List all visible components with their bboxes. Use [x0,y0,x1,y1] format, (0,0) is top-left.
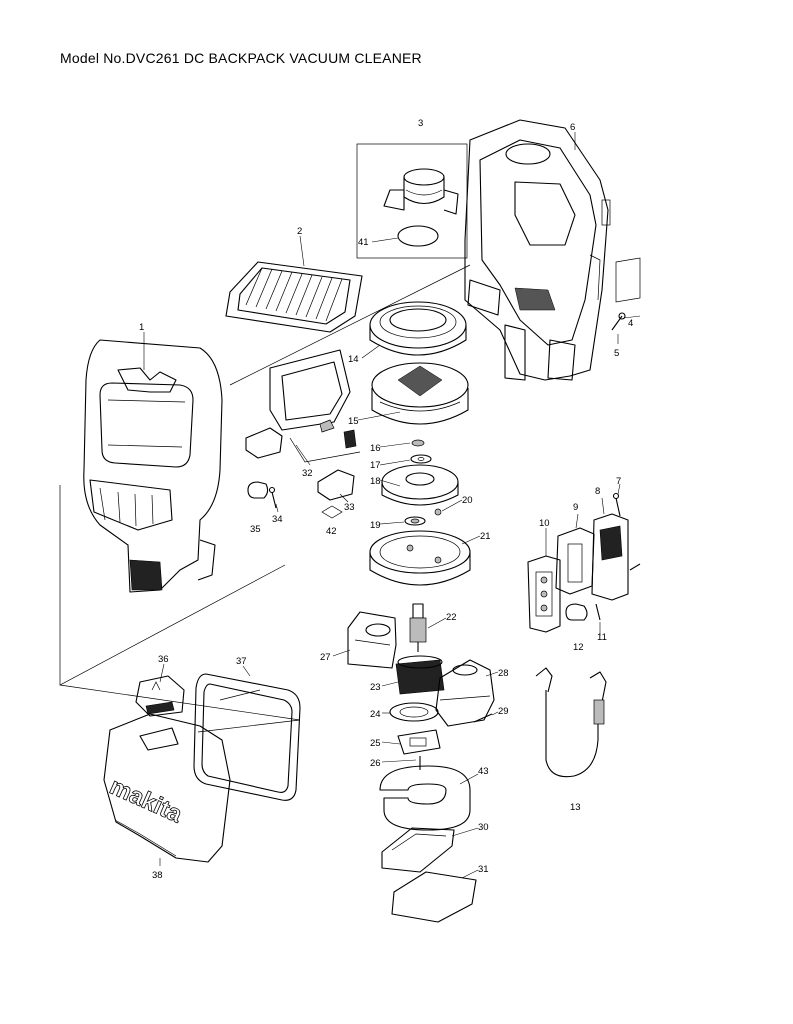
callout-16: 16 [370,443,381,454]
part-12-screw [629,563,641,571]
page-title: Model No.DVC261 DC BACKPACK VACUUM CLEAN… [60,50,422,66]
callout-17: 17 [370,460,381,471]
callout-4: 4 [628,318,633,329]
part-5-screw [611,312,626,331]
callout-36: 36 [158,654,169,665]
part-35-button [247,481,269,499]
callout-12: 12 [573,642,584,653]
part-1-front-frame [83,339,223,593]
callout-41: 41 [358,237,369,248]
part-42-label [321,505,343,519]
callout-34: 34 [272,514,283,525]
part-11-button [565,603,601,621]
callout-22: 22 [446,612,457,623]
part-29-screw [473,713,493,723]
callout-2: 2 [297,226,302,237]
callout-42: 42 [326,526,337,537]
part-43-foam [379,765,471,831]
callout-7: 7 [616,476,621,487]
part-20-screw [434,508,442,516]
part-6-rear-housing [464,119,611,381]
part-8-switch-housing [591,513,629,601]
part-13-cable [535,667,607,778]
callout-33: 33 [344,502,355,513]
part-14-filter-ring [369,301,467,356]
callout-27: 27 [320,652,331,663]
part-9-switch-cover [555,527,595,595]
callout-10: 10 [539,518,550,529]
part-17-washer [410,454,432,464]
part-3-nozzle-box [356,143,468,259]
callout-25: 25 [370,738,381,749]
part-38-front-cover: makita [103,713,231,863]
makita-logo: makita [106,773,187,829]
callout-15: 15 [348,416,359,427]
callout-35: 35 [250,524,261,535]
part-33-switch-plate [317,469,355,501]
callout-32: 32 [302,468,313,479]
part-18-impeller [381,464,459,506]
part-27-bracket [347,611,397,669]
part-7-screw [612,492,621,517]
callout-18: 18 [370,476,381,487]
part-21-motor-housing [369,530,471,586]
callout-11: 11 [597,632,607,643]
part-32-panel [245,349,357,459]
callout-23: 23 [370,682,381,693]
callout-19: 19 [370,520,381,531]
part-23-stator [395,655,445,695]
callout-labels: 1 2 3 4 5 6 7 8 9 10 11 12 13 14 15 16 1… [139,118,633,881]
part-15-mesh-cover [371,362,469,425]
callout-28: 28 [498,668,509,679]
part-24-ring [389,702,439,722]
part-34-screw [268,486,277,509]
part-16-nut [411,439,425,447]
callout-8: 8 [595,486,600,497]
part-10-remote [527,555,561,633]
assembly-guide-lines [59,264,471,733]
part-37-gasket [193,673,301,801]
part-4-label [615,257,641,303]
callout-1: 1 [139,322,144,333]
part-30-tray [381,827,455,873]
leader-lines [143,132,641,879]
part-25-switch-board [397,729,441,755]
callout-24: 24 [370,709,381,720]
part-22-armature [409,603,427,652]
callout-43: 43 [478,766,489,777]
callout-26: 26 [370,758,381,769]
part-19-spacer [404,516,426,526]
callout-30: 30 [478,822,489,833]
callout-14: 14 [348,354,359,365]
callout-38: 38 [152,870,163,881]
callout-20: 20 [462,495,473,506]
part-36-latch [135,675,185,717]
part-2-filter [225,261,363,333]
callout-29: 29 [498,706,509,717]
callout-5: 5 [614,348,619,359]
callout-9: 9 [573,502,578,513]
part-31-sponge [391,871,477,923]
callout-13: 13 [570,802,581,813]
callout-37: 37 [236,656,247,667]
callout-6: 6 [570,122,575,133]
callout-3: 3 [418,118,423,129]
part-28-controller [435,659,495,727]
callout-21: 21 [480,531,491,542]
callout-31: 31 [478,864,489,875]
